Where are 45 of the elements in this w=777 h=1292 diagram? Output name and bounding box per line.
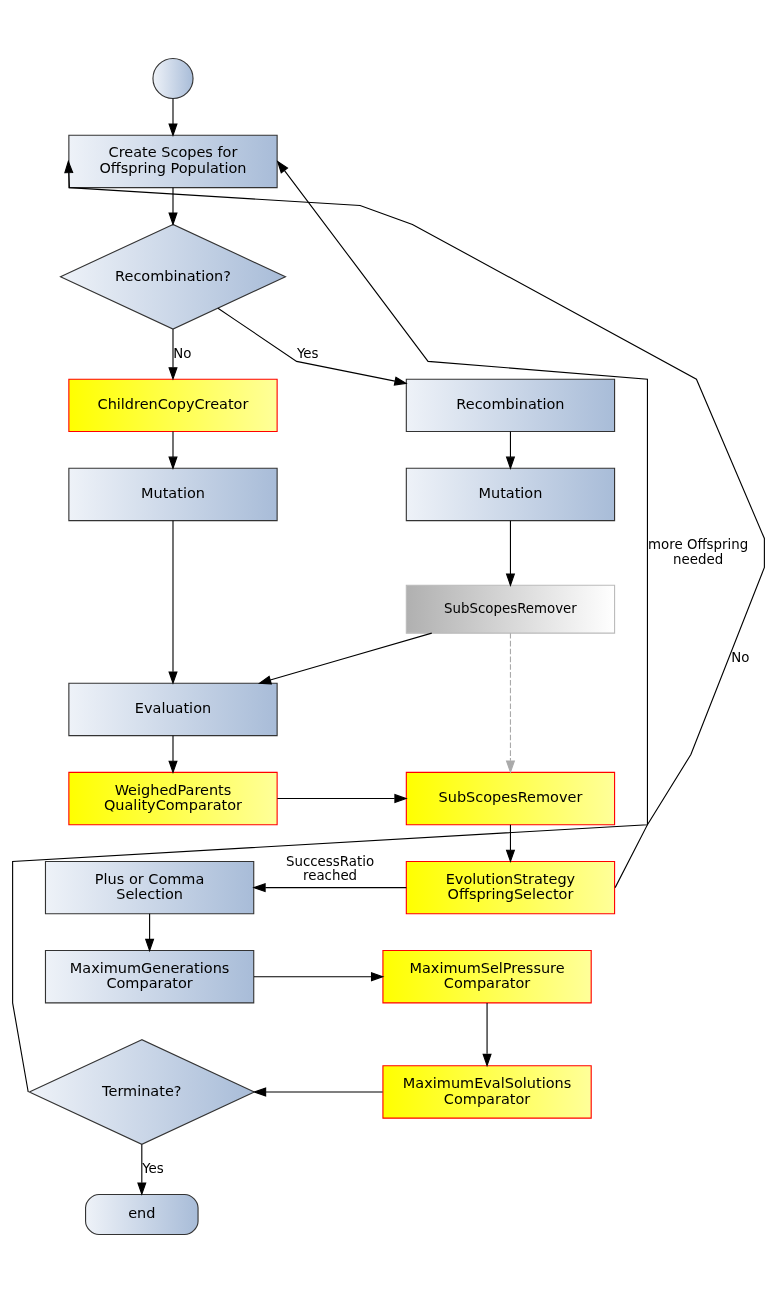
- node-box: SubScopesRemover: [405, 771, 616, 825]
- arrow: [252, 1086, 384, 1097]
- arrow: [252, 882, 407, 892]
- arrow: [168, 734, 178, 774]
- arrow: [505, 519, 516, 587]
- edge-label: SuccessRatio reached: [285, 853, 375, 883]
- node-box: MaximumGenerations Comparator: [44, 949, 255, 1003]
- edge-label: Yes: [296, 345, 319, 361]
- arrow: [12, 159, 765, 1093]
- arrow: [505, 632, 516, 774]
- arrow: [253, 971, 385, 981]
- node-box: Recombination: [405, 378, 616, 432]
- arrow: [137, 1143, 147, 1196]
- node-diamond: Terminate?: [28, 1038, 256, 1145]
- arrow: [168, 430, 178, 470]
- node-box: Plus or Comma Selection: [44, 860, 255, 914]
- arrow: [505, 430, 516, 470]
- arrow: [482, 1001, 492, 1067]
- node-box: MaximumEvalSolutions Comparator: [382, 1064, 592, 1119]
- node-circle: [152, 57, 194, 99]
- arrow: [257, 632, 433, 684]
- arrow: [168, 97, 178, 137]
- arrow: [168, 519, 178, 685]
- node-box: ChildrenCopyCreator: [68, 378, 278, 432]
- node-box: Evaluation: [68, 682, 278, 736]
- node-box: Mutation: [405, 467, 616, 521]
- node-box: SubScopesRemover: [405, 584, 616, 634]
- arrow: [276, 159, 648, 888]
- edge-label: more Offspring needed: [648, 536, 749, 567]
- arrow: [144, 912, 155, 952]
- node-diamond: Recombination?: [59, 223, 287, 330]
- arrow: [217, 307, 408, 386]
- arrow: [276, 793, 408, 803]
- edge-label: No: [173, 345, 192, 361]
- edge-label: No: [731, 649, 750, 665]
- node-box: WeighedParents QualityComparator: [68, 771, 278, 825]
- edge-label: Yes: [142, 1160, 164, 1176]
- node-box: end: [85, 1193, 199, 1235]
- node-box: Mutation: [68, 467, 278, 521]
- arrow: [168, 328, 178, 381]
- node-box: EvolutionStrategy OffspringSelector: [405, 860, 616, 914]
- arrow: [168, 186, 178, 226]
- arrow: [505, 823, 516, 863]
- node-box: MaximumSelPressure Comparator: [382, 949, 592, 1003]
- node-box: Create Scopes for Offspring Population: [68, 134, 278, 188]
